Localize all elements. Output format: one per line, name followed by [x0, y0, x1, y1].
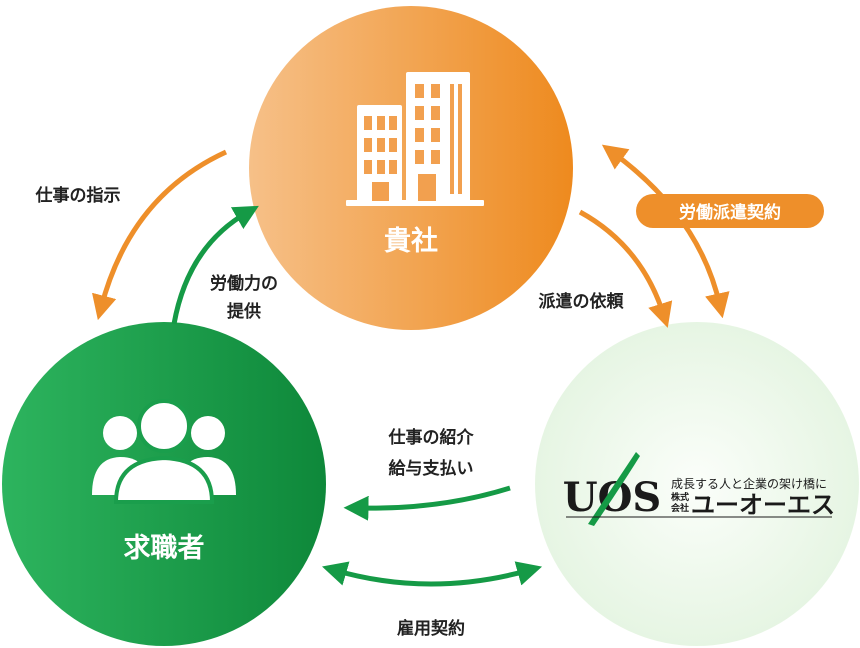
uos-logo: UOS 成長する人と企業の架け橋に 株式 会社 ユーオーエス: [563, 452, 835, 526]
work-instruction-label: 仕事の指示: [35, 185, 121, 206]
arrow-labor-provision: [171, 205, 259, 325]
arrow-job-introduction: [343, 485, 511, 521]
building-windows: [364, 84, 462, 201]
dispatch-contract-label: 労働派遣契約: [679, 202, 781, 223]
company-node: 貴社: [249, 6, 573, 330]
uos-corp-prefix-bottom: 会社: [671, 502, 689, 514]
company-label: 貴社: [384, 225, 438, 257]
people-icon: [92, 399, 236, 504]
uos-company-name: ユーオーエス: [691, 491, 835, 519]
arrow-work-instruction: [92, 149, 228, 321]
employment-contract-label: 雇用契約: [397, 618, 465, 639]
dispatch-contract-badge: 労働派遣契約: [636, 194, 824, 228]
arrow-dispatch-contract: [601, 144, 730, 319]
labor-provision-label-1: 労働力の: [210, 273, 278, 294]
uos-node: UOS 成長する人と企業の架け橋に 株式 会社 ユーオーエス: [535, 322, 859, 646]
job-intro-label-1: 仕事の紹介: [388, 427, 475, 448]
uos-corp-prefix-top: 株式: [671, 491, 689, 503]
job-intro-label-2: 給与支払い: [389, 458, 474, 479]
uos-tagline: 成長する人と企業の架け橋に: [671, 476, 827, 491]
job-seeker-node: 求職者: [2, 322, 326, 646]
arrow-employment-contract: [321, 561, 543, 587]
labor-provision-label-2: 提供: [227, 301, 261, 322]
dispatch-request-label: 派遣の依頼: [539, 291, 625, 312]
uos-swoosh-icon: [588, 452, 640, 526]
job-seeker-label: 求職者: [124, 533, 205, 564]
